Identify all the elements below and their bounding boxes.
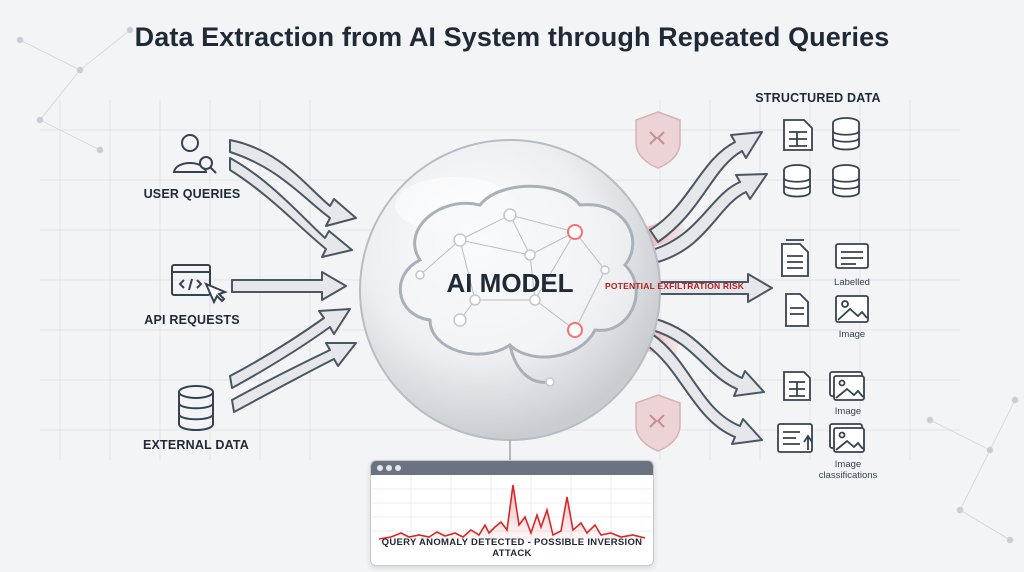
input-arrow-2 — [229, 157, 353, 258]
anomaly-chart — [371, 475, 653, 547]
network-decoration — [16, 26, 1019, 544]
input-arrow-3 — [231, 271, 347, 301]
code-window-icon — [171, 264, 228, 305]
labelled-list-icon — [835, 243, 869, 269]
input-arrow-1 — [229, 139, 357, 227]
input-arrow-5 — [231, 342, 357, 413]
image-classifications-line-2: classifications — [818, 470, 878, 481]
output-arrow-2 — [651, 173, 768, 263]
shield-icon — [635, 394, 681, 452]
api-requests-label: API REQUESTS — [144, 313, 240, 327]
anomaly-signal-line — [378, 484, 646, 540]
classification-icon — [777, 423, 813, 453]
monitor-title-bar — [371, 461, 653, 475]
window-dot — [395, 465, 401, 471]
output-arrow-1 — [649, 131, 763, 243]
user-queries-label: USER QUERIES — [143, 187, 241, 201]
user-search-icon — [172, 134, 217, 174]
anomaly-signal-fill — [379, 485, 645, 543]
shield-icon — [635, 111, 681, 169]
external-data-label: EXTERNAL DATA — [142, 438, 250, 452]
image-icon — [835, 295, 869, 323]
image-icon — [829, 423, 865, 453]
ai-model-label: AI MODEL — [446, 268, 574, 298]
input-arrow-4 — [229, 308, 351, 389]
database-icon — [832, 117, 860, 151]
exfiltration-risk-label: POTENTIAL EXFILTRATION RISK — [605, 281, 745, 291]
image-label-2: Image — [834, 406, 862, 417]
output-arrow-4 — [651, 317, 765, 397]
page-title: Data Extraction from AI System through R… — [134, 22, 890, 52]
document-icon — [785, 293, 809, 327]
input-arrows — [229, 139, 357, 413]
image-label-1: Image — [838, 329, 866, 340]
database-icon — [178, 385, 214, 431]
labelled-label: Labelled — [834, 277, 870, 288]
anomaly-monitor-window: QUERY ANOMALY DETECTED - POSSIBLE INVERS… — [370, 460, 654, 566]
database-icon — [783, 164, 811, 198]
image-classifications-label: Image classifications — [819, 459, 878, 481]
table-icon — [783, 371, 811, 401]
document-icon — [781, 239, 809, 277]
output-arrow-5 — [647, 333, 763, 445]
database-icon — [832, 164, 860, 198]
structured-data-label: STRUCTURED DATA — [755, 91, 881, 105]
image-icon — [829, 371, 865, 401]
image-classifications-line-1: Image — [834, 459, 862, 470]
window-dot — [386, 465, 392, 471]
anomaly-caption: QUERY ANOMALY DETECTED - POSSIBLE INVERS… — [381, 537, 643, 559]
output-arrows — [631, 131, 773, 445]
window-dot — [377, 465, 383, 471]
ai-model-sphere — [359, 139, 661, 460]
table-icon — [783, 119, 813, 151]
